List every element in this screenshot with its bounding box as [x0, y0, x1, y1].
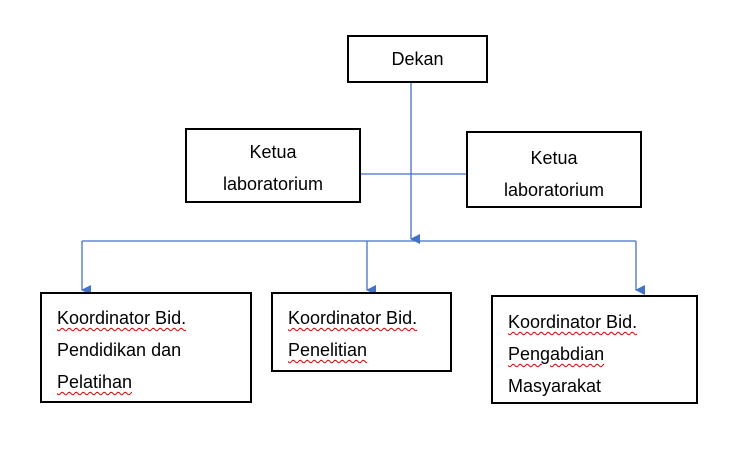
- koordinator-pengabdian-box: Koordinator Bid. Pengabdian Masyarakat: [491, 295, 698, 404]
- koordinator-pendidikan-box: Koordinator Bid. Pendidikan dan Pelatiha…: [40, 292, 252, 403]
- ketua-laboratorium-right-box: Ketua laboratorium: [466, 131, 642, 208]
- ketua-left-line-2: laboratorium: [222, 174, 324, 194]
- koordinator-penelitian-box: Koordinator Bid. Penelitian: [271, 292, 452, 372]
- dekan-label: Dekan: [391, 49, 444, 69]
- koordinator-pengabdian-line-2: Pengabdian: [508, 344, 605, 364]
- koordinator-pengabdian-line-3: Masyarakat: [508, 376, 602, 396]
- koordinator-pendidikan-line-1: Koordinator Bid.: [57, 308, 187, 328]
- ketua-right-line-2: laboratorium: [503, 180, 605, 200]
- koordinator-pendidikan-line-3: Pelatihan: [57, 372, 133, 392]
- ketua-right-line-1: Ketua: [530, 148, 578, 168]
- koordinator-penelitian-line-2: Penelitian: [288, 340, 368, 360]
- ketua-laboratorium-left-box: Ketua laboratorium: [185, 128, 361, 203]
- dekan-box: Dekan: [347, 35, 488, 83]
- koordinator-penelitian-line-1: Koordinator Bid.: [288, 308, 418, 328]
- koordinator-pengabdian-line-1: Koordinator Bid.: [508, 312, 638, 332]
- ketua-left-line-1: Ketua: [249, 142, 297, 162]
- koordinator-pendidikan-line-2: Pendidikan dan: [57, 340, 182, 360]
